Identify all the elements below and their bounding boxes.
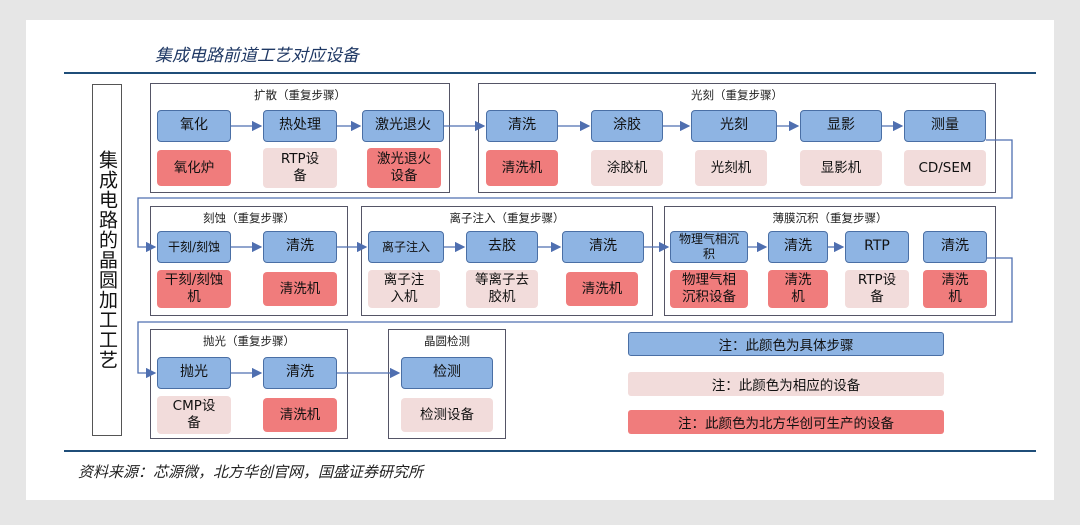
step-ion-implant: 离子注入 — [368, 231, 444, 263]
equip-cmp: CMP设备 — [157, 396, 231, 434]
legend-naura-equipment: 注：此颜色为北方华创可生产的设备 — [628, 410, 944, 434]
step-strip: 去胶 — [466, 231, 538, 263]
step-laser-anneal: 激光退火 — [362, 110, 444, 142]
equip-cleaner: 清洗机 — [263, 272, 337, 306]
equip-inspection: 检测设备 — [401, 398, 493, 432]
step-heat-treatment: 热处理 — [263, 110, 337, 142]
equip-cleaner: 清洗机 — [263, 398, 337, 432]
equip-text: CMP设备 — [172, 398, 216, 431]
group-label: 晶圆检测 — [424, 334, 470, 348]
step-clean: 清洗 — [263, 231, 337, 263]
equip-text: 离子注入机 — [383, 272, 425, 305]
equip-developer: 显影机 — [800, 150, 882, 186]
equip-cleaner: 清洗机 — [566, 272, 638, 306]
group-label: 薄膜沉积（重复步骤） — [772, 211, 888, 225]
equip-text: RTP设备 — [280, 151, 320, 184]
equip-text: 清洗机 — [784, 272, 812, 305]
equip-litho: 光刻机 — [695, 150, 767, 186]
group-label: 抛光（重复步骤） — [203, 334, 295, 348]
legend-step: 注：此颜色为具体步骤 — [628, 332, 944, 356]
equip-plasma-strip: 等离子去胶机 — [466, 270, 538, 308]
equip-laser-anneal: 激光退火设备 — [367, 148, 441, 188]
equip-cd-sem: CD/SEM — [904, 150, 986, 186]
equip-rtp: RTP设备 — [263, 148, 337, 188]
equip-text: 清洗机 — [941, 272, 969, 305]
step-oxidation: 氧化 — [157, 110, 231, 142]
equip-ion-implanter: 离子注入机 — [368, 270, 440, 308]
top-rule — [64, 72, 1036, 74]
step-polish: 抛光 — [157, 357, 231, 389]
equip-cleaner: 清洗机 — [923, 270, 987, 308]
group-label: 刻蚀（重复步骤） — [203, 211, 295, 225]
step-coat: 涂胶 — [591, 110, 663, 142]
step-develop: 显影 — [800, 110, 882, 142]
equip-oxidation-furnace: 氧化炉 — [157, 150, 231, 186]
equip-text: 等离子去胶机 — [475, 272, 529, 305]
group-label: 离子注入（重复步骤） — [449, 211, 565, 225]
vertical-title: 集成电路的晶圆加工工艺 — [92, 84, 122, 436]
step-clean: 清洗 — [486, 110, 558, 142]
equip-dry-etcher: 干刻/刻蚀机 — [157, 270, 231, 308]
source-note: 资料来源：芯源微，北方华创官网，国盛证券研究所 — [78, 463, 424, 481]
step-rtp: RTP — [845, 231, 909, 263]
equip-text: 激光退火设备 — [377, 151, 431, 184]
group-label: 扩散（重复步骤） — [254, 88, 346, 102]
equip-text: RTP设备 — [857, 272, 897, 305]
step-clean: 清洗 — [923, 231, 987, 263]
step-expose: 光刻 — [691, 110, 777, 142]
bottom-rule — [64, 450, 1036, 452]
equip-cleaner: 清洗机 — [768, 270, 828, 308]
step-text: 物理气相沉积 — [678, 232, 739, 261]
step-inspect: 检测 — [401, 357, 493, 389]
step-text: 干刻/刻蚀 — [167, 239, 221, 254]
group-label: 光刻（重复步骤） — [691, 88, 783, 102]
page-title: 集成电路前道工艺对应设备 — [155, 46, 359, 66]
step-clean: 清洗 — [562, 231, 644, 263]
equip-cleaner: 清洗机 — [486, 150, 558, 186]
equip-text: 干刻/刻蚀机 — [164, 272, 224, 305]
step-dry-etch: 干刻/刻蚀 — [157, 231, 231, 263]
equip-text: 物理气相沉积设备 — [682, 272, 736, 305]
step-pvd: 物理气相沉积 — [670, 231, 748, 263]
equip-deposition: 物理气相沉积设备 — [670, 270, 748, 308]
equip-rtp: RTP设备 — [845, 270, 909, 308]
step-measure: 测量 — [904, 110, 986, 142]
step-clean: 清洗 — [263, 357, 337, 389]
equip-coater: 涂胶机 — [591, 150, 663, 186]
legend-equipment: 注：此颜色为相应的设备 — [628, 372, 944, 396]
step-clean: 清洗 — [768, 231, 828, 263]
